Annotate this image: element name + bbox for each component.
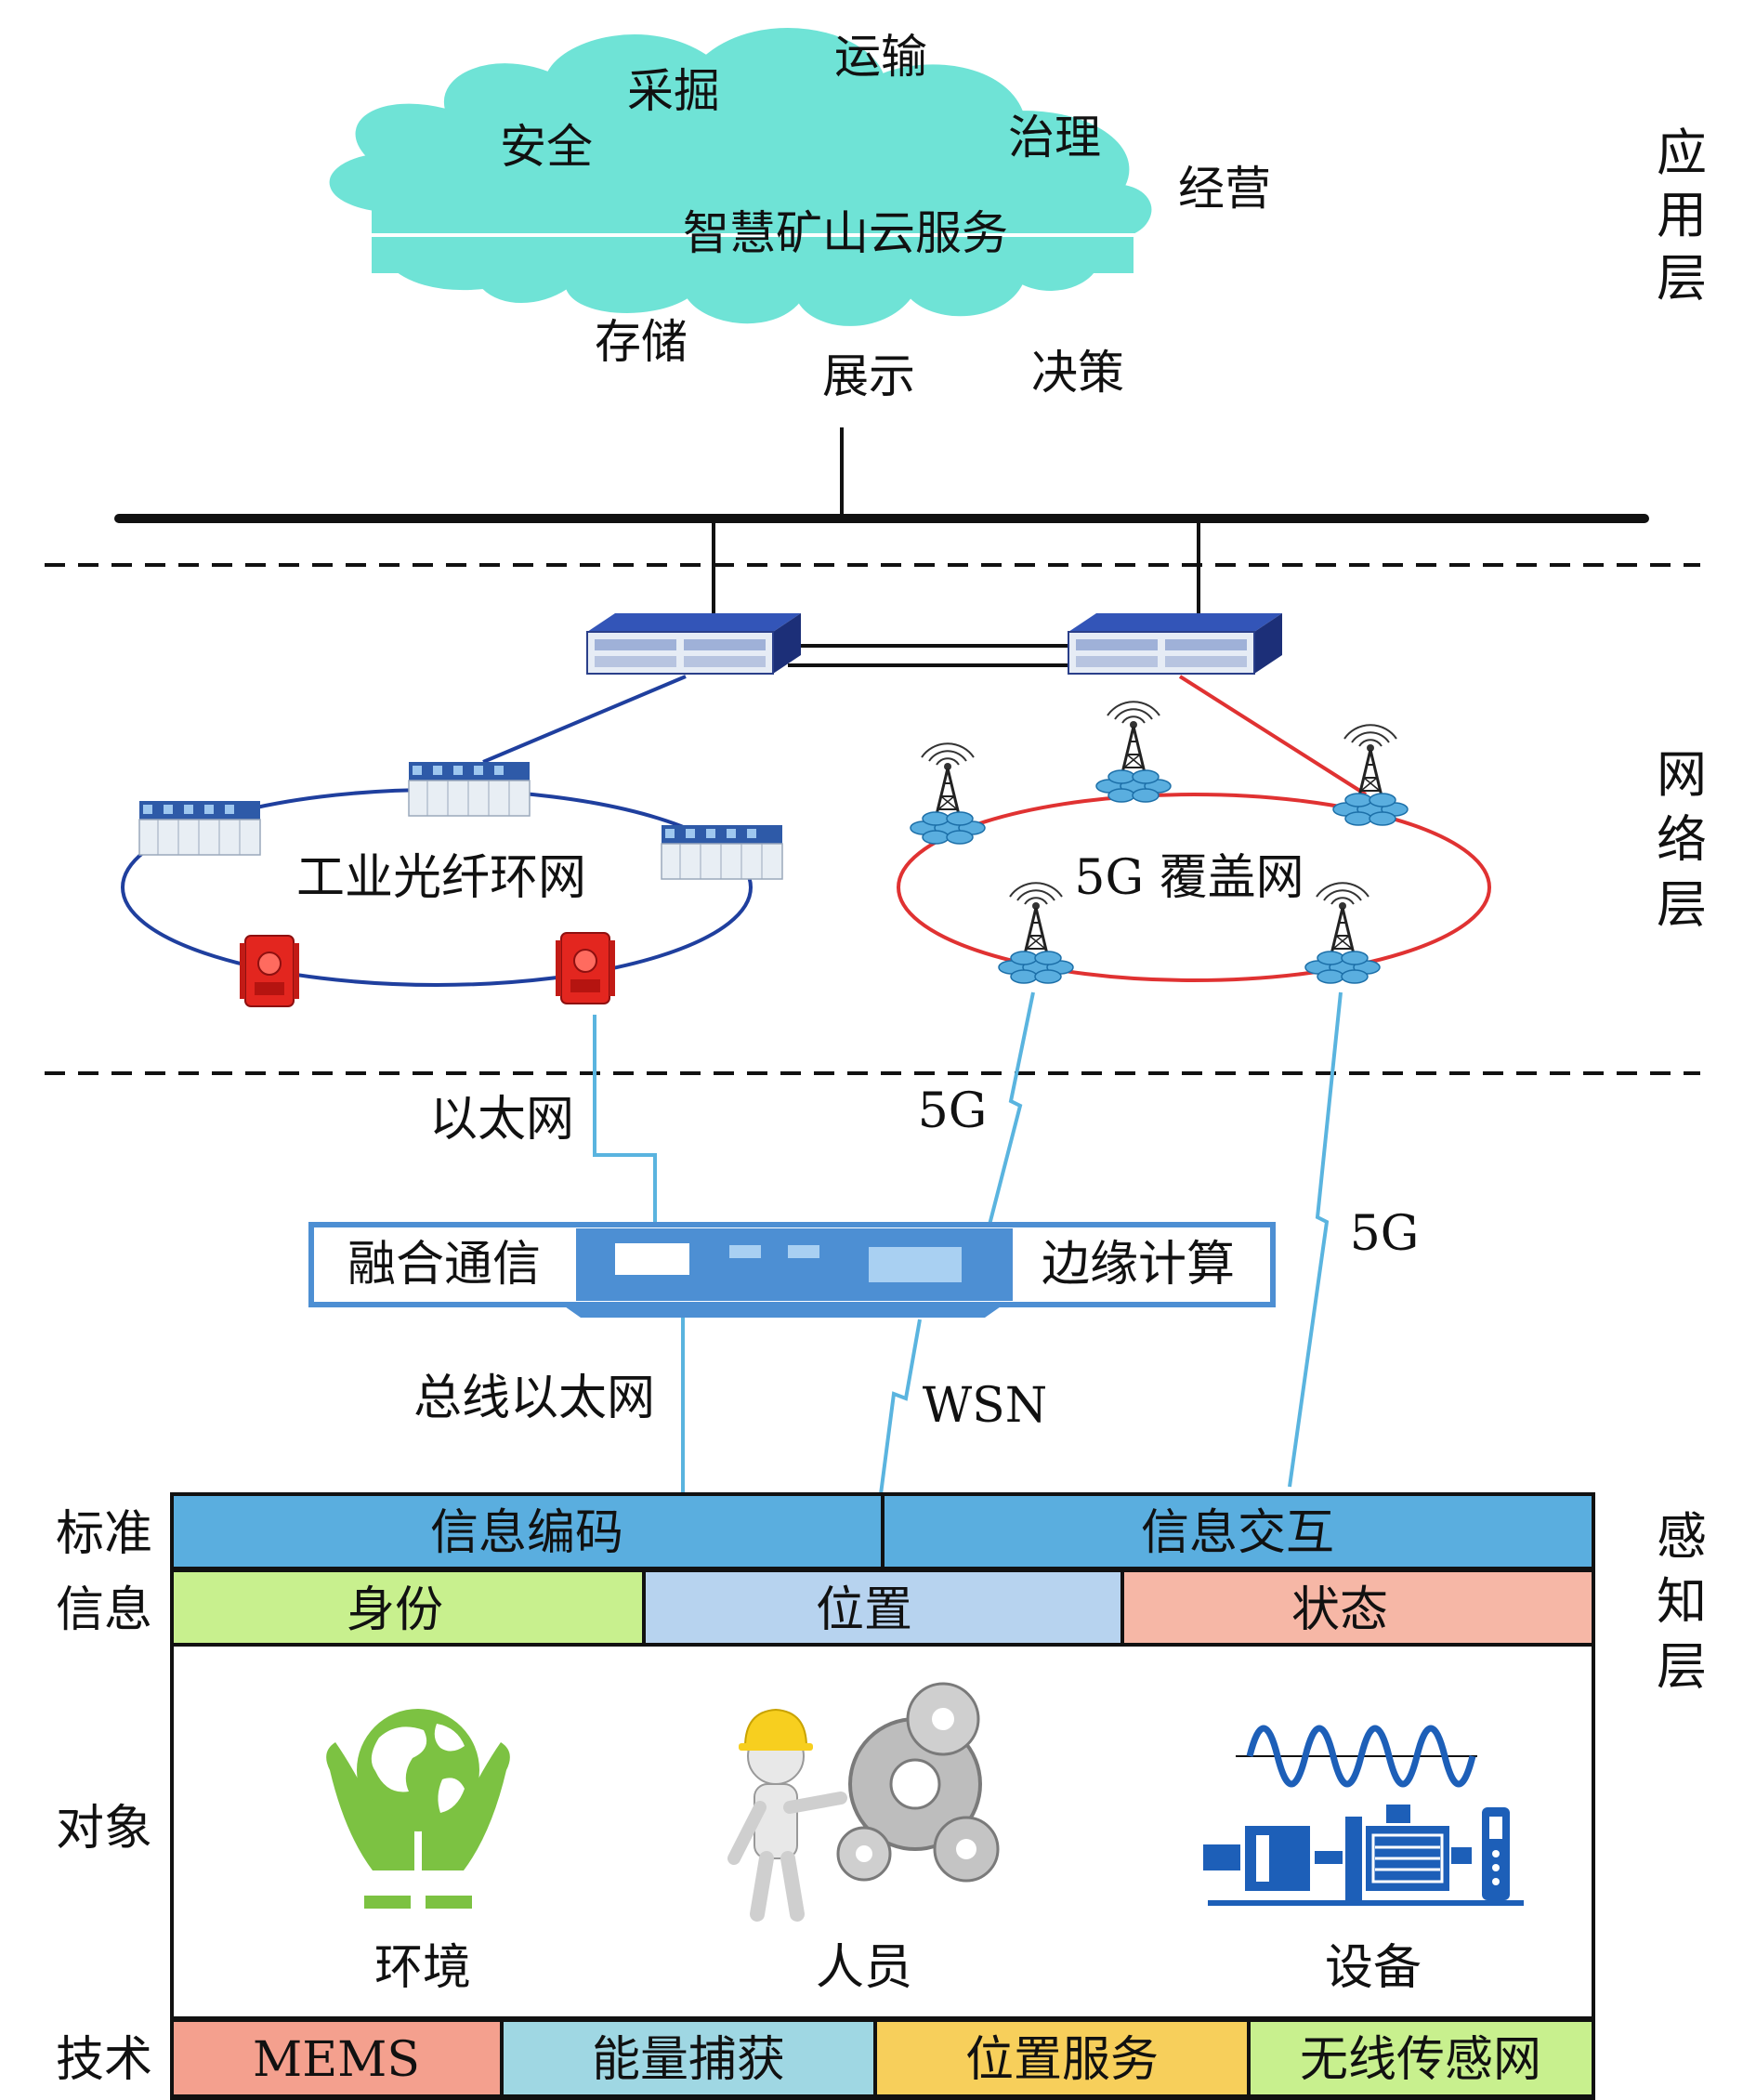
layer-label-perception: 感 知 层 [1657,1507,1707,1696]
tech-cell-mems-text: MEMS [253,2032,420,2088]
svg-text:络: 络 [1657,810,1707,869]
ring-switch-1 [138,800,261,856]
personnel-icon [727,1682,1000,1922]
cloud-item-display: 展示 [822,349,915,403]
info-cell-identity [170,1568,646,1647]
fiveg-ring [897,793,1491,982]
gateway-label-comm: 融合通信 [347,1237,541,1293]
ring-switch-3 [661,824,783,880]
base-station-1 [909,742,987,846]
std-cell-interaction [881,1492,1595,1570]
edge-gateway: 融合通信 边缘计算 [308,1222,1276,1318]
fiveg-ring-label: 5G 覆盖网 [1074,850,1304,906]
equipment-icon [1203,1725,1524,1906]
fiveg-label-right: 5G [1350,1206,1420,1262]
std-cell-encoding-text: 信息编码 [430,1505,623,1561]
row-label-tech: 技术 [56,2032,152,2088]
info-cell-position-text: 位置 [816,1582,912,1638]
cloud-item-governance: 治理 [1008,111,1101,164]
std-cell-encoding [170,1492,885,1570]
wsn-label: WSN [923,1378,1048,1434]
cloud: 安全 采掘 运输 治理 经营 智慧矿山云服务 存储 展示 决策 [329,28,1271,403]
core-switch-left [586,612,802,675]
object-label-personnel: 人员 [816,1940,912,1996]
tech-cell-energy-text: 能量捕获 [592,2032,785,2088]
svg-text:网: 网 [1657,745,1707,804]
cloud-center-title: 智慧矿山云服务 [683,206,1008,260]
info-cell-identity-text: 身份 [347,1582,443,1638]
fiveg-link-left [988,991,1035,1226]
object-label-environment: 环境 [374,1940,471,1996]
std-cell-interaction-text: 信息交互 [1141,1505,1334,1561]
svg-text:应: 应 [1657,124,1707,182]
fiber-ring-label: 工业光纤环网 [296,850,586,906]
tech-cell-energy [500,2018,877,2098]
gateway-label-edge: 边缘计算 [1042,1237,1235,1293]
cloud-item-mining: 采掘 [627,64,720,118]
svg-text:感: 感 [1657,1507,1707,1566]
ring-switch-2 [408,761,531,817]
info-cell-state-text: 状态 [1291,1582,1388,1638]
tech-cell-location [873,2018,1251,2098]
row-label-info: 信息 [56,1582,152,1638]
info-cell-state [1120,1568,1595,1647]
svg-text:层: 层 [1657,249,1707,308]
row-label-standard: 标准 [56,1506,152,1562]
mine-device-left [239,935,300,1007]
tech-cell-mems [170,2018,504,2098]
tech-cell-wsn-text: 无线传感网 [1300,2032,1541,2088]
layer-label-network: 网 络 层 [1657,745,1707,934]
cloud-shape [329,28,1152,326]
info-cell-position [642,1568,1124,1647]
object-label-equipment: 设备 [1325,1940,1422,1996]
layer-label-application: 应 用 层 [1657,124,1707,308]
wsn-link [879,1319,922,1495]
row-label-object: 对象 [56,1801,152,1857]
core-switch-right [1068,612,1283,675]
environment-icon [326,1709,510,1909]
base-station-4 [997,881,1075,985]
fiveg-uplink [1178,675,1368,796]
fiveg-label-left: 5G [918,1083,988,1139]
base-station-3 [1331,723,1409,827]
ethernet-link [593,1015,657,1225]
cloud-item-safety: 安全 [500,120,593,174]
svg-text:层: 层 [1657,1637,1707,1696]
svg-text:知: 知 [1657,1572,1707,1631]
tech-cell-wsn [1247,2018,1595,2098]
fiveg-link-right [1288,991,1343,1488]
ethernet-label: 以太网 [429,1092,574,1148]
cloud-item-decision: 决策 [1031,346,1124,400]
svg-text:用: 用 [1657,186,1707,244]
fiber-uplink [482,675,687,764]
base-station-2 [1094,700,1173,804]
cloud-item-operation: 经营 [1178,162,1271,216]
tech-cell-location-text: 位置服务 [965,2032,1159,2088]
cloud-item-transport: 运输 [834,30,927,84]
fieldbus-label: 总线以太网 [413,1371,655,1426]
base-station-5 [1304,881,1382,985]
svg-text:层: 层 [1657,875,1707,934]
mine-device-right [555,932,616,1004]
cloud-item-storage: 存储 [595,315,688,369]
